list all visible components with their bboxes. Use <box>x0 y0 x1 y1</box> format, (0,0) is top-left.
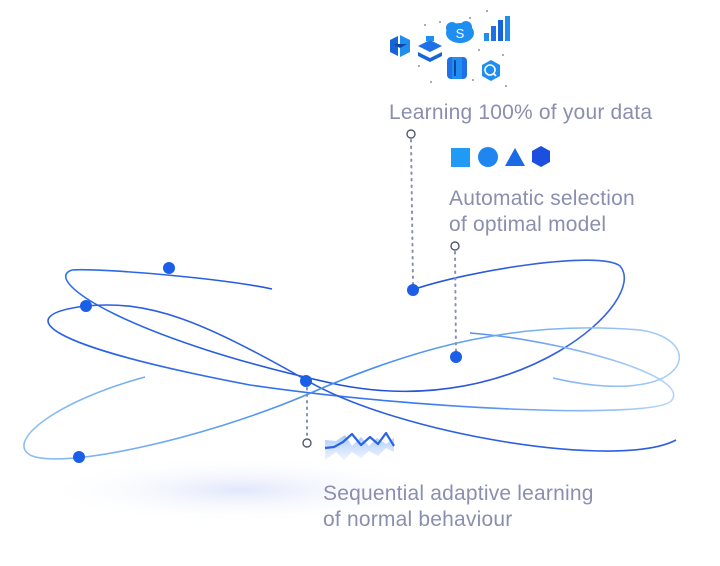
orbit-node <box>450 351 462 363</box>
data-source-icons: S <box>390 10 510 87</box>
label-model-selection: Automatic selection of optimal model <box>449 186 635 238</box>
azure-icon <box>390 35 410 57</box>
label-data-learning: Learning 100% of your data <box>389 100 652 126</box>
circle-icon <box>478 147 498 167</box>
salesforce-icon: S <box>446 21 474 43</box>
triangle-icon <box>505 148 525 166</box>
orbit-node <box>163 262 175 274</box>
square-icon <box>451 148 470 167</box>
salesforce-glyph: S <box>456 26 465 41</box>
orbit-node <box>80 300 92 312</box>
orbit-ring-b-back <box>85 304 677 452</box>
bar-chart-icon <box>484 16 510 41</box>
bigquery-icon <box>482 60 500 81</box>
label-sequential-line2: of normal behaviour <box>323 508 513 531</box>
anchor-sequence <box>302 438 312 448</box>
connector-model <box>454 251 457 353</box>
databricks-icon <box>418 36 442 62</box>
wave-chart-icon <box>324 431 395 460</box>
orbit-ring-c <box>23 327 681 460</box>
orbit-node <box>300 375 312 387</box>
anchor-data <box>406 129 416 139</box>
orbit-node <box>73 451 85 463</box>
anchor-model <box>450 241 460 251</box>
label-sequential-learning: Sequential adaptive learning of normal b… <box>323 481 594 533</box>
hexagon-icon <box>532 146 550 167</box>
ground-shadow <box>40 456 440 524</box>
label-model-selection-line1: Automatic selection <box>449 187 635 210</box>
orbit-node <box>407 284 419 296</box>
connector-data <box>410 139 414 285</box>
orbit-ring-b <box>47 305 675 412</box>
orbit-ring-a <box>65 259 626 393</box>
label-model-selection-line2: of optimal model <box>449 213 607 236</box>
cosmos-db-icon <box>447 57 467 79</box>
label-sequential-line1: Sequential adaptive learning <box>323 482 594 505</box>
model-shape-icons <box>451 146 550 167</box>
label-data-learning-text: Learning 100% of your data <box>389 101 653 124</box>
